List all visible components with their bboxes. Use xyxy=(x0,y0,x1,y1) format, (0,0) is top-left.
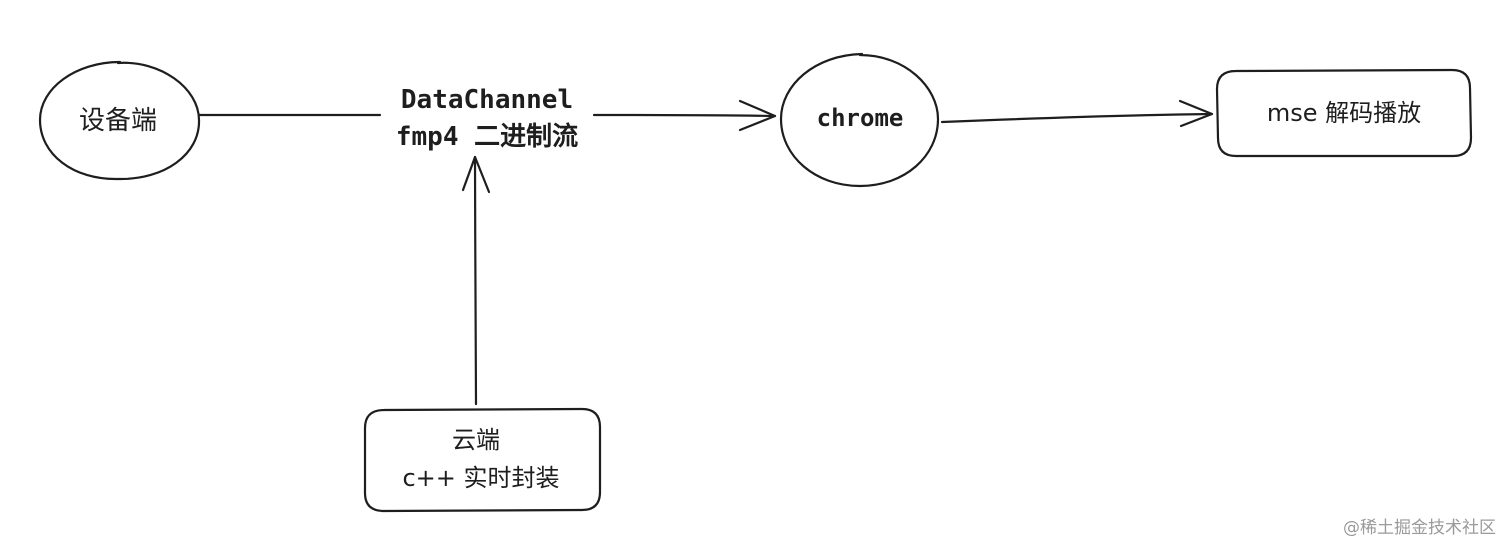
channel-label-group: DataChannel fmp4 二进制流 xyxy=(396,85,578,152)
chrome-label: chrome xyxy=(817,104,904,132)
mse-box xyxy=(1215,68,1473,158)
mse-label: mse 解码播放 xyxy=(1267,99,1421,127)
channel-label-line2: fmp4 二进制流 xyxy=(396,122,578,152)
cloud-box xyxy=(363,407,602,513)
chrome-ellipse xyxy=(779,52,940,188)
cloud-label-line1: 云端 xyxy=(452,426,500,454)
device-label: 设备端 xyxy=(79,106,157,136)
chrome-node: chrome xyxy=(779,52,940,188)
watermark: @稀土掘金技术社区 xyxy=(1343,518,1496,538)
cloud-label-line2: c++ 实时封装 xyxy=(402,464,559,492)
cloud-node: 云端 c++ 实时封装 xyxy=(363,407,602,513)
device-ellipse xyxy=(38,60,201,181)
cloud-to-channel-arrow xyxy=(461,155,491,406)
device-node: 设备端 xyxy=(38,60,201,181)
channel-to-chrome-arrow xyxy=(592,99,777,132)
mse-node: mse 解码播放 xyxy=(1215,68,1473,158)
channel-label-line1: DataChannel xyxy=(401,85,573,115)
chrome-to-mse-arrow xyxy=(940,99,1214,128)
